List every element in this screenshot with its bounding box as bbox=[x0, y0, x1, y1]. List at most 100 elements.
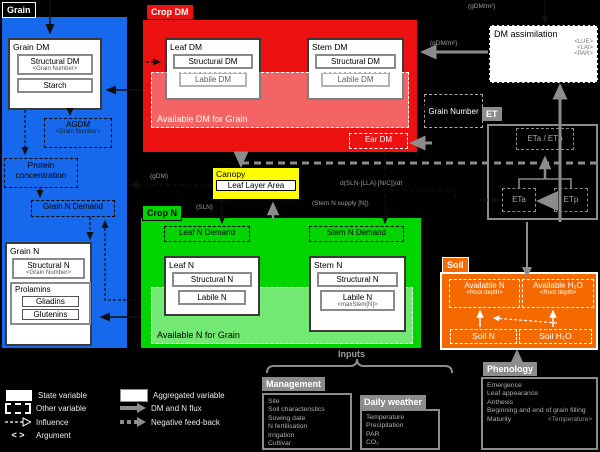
crop-n-section-tab: Crop N bbox=[142, 205, 182, 221]
stem-n-demand-box: Stem N Demand bbox=[309, 226, 404, 242]
phenology-item: Maturity bbox=[487, 415, 512, 423]
management-item: Irrigation bbox=[268, 431, 295, 439]
eta-box: ETa bbox=[502, 188, 536, 212]
legend-label: State variable bbox=[38, 391, 87, 400]
soil-h2o-box: Soil H₂O bbox=[519, 329, 592, 344]
negative-feedback-arrow-icon bbox=[120, 417, 146, 427]
soil-n-box: Soil N bbox=[450, 329, 517, 344]
stem-dm-box: Stem DM Structural DM Labile DM bbox=[307, 38, 404, 100]
legend-label: Influence bbox=[36, 417, 69, 427]
leaf-labile-dm-box: Labile DM bbox=[178, 72, 248, 87]
prolamins-box: Prolamins Gliadins Glutenins bbox=[10, 282, 91, 325]
dm-assimilation-box: DM assimilation <LUE> <LAI> <PAR> bbox=[489, 25, 598, 83]
legend-label: Negative feed-back bbox=[151, 417, 220, 427]
glutenins-box: Glutenins bbox=[21, 309, 79, 320]
crop-dm-section-tab: Crop DM bbox=[146, 4, 194, 20]
available-h2o-title: Available H₂O bbox=[533, 281, 583, 290]
daily-weather-tab: Daily weather bbox=[360, 395, 427, 409]
leaf-n-demand-box: Leaf N Demand bbox=[164, 226, 250, 242]
ear-dm-box: Ear DM bbox=[349, 133, 408, 149]
agdm-label: AGDM bbox=[66, 120, 90, 129]
inputs-brace bbox=[266, 358, 453, 374]
legend-dm-n-flux: DM and N flux bbox=[120, 403, 202, 413]
canopy-box: Canopy Leaf Layer Area bbox=[212, 167, 300, 200]
stem-structural-n-box: Structural N bbox=[316, 272, 399, 287]
temperature-arg: <Temperature> bbox=[547, 415, 592, 423]
available-h2o-root-depth-arg: <Root depth> bbox=[539, 290, 577, 296]
phenology-item: Beginning and end of grain filling bbox=[487, 407, 586, 415]
stem-labile-n-label: Labile N bbox=[342, 293, 373, 302]
management-tab: Management bbox=[262, 377, 326, 391]
legend-negative-feedback: Negative feed-back bbox=[120, 417, 220, 427]
influence-arrow-icon bbox=[5, 417, 31, 427]
grain-section-tab: Grain bbox=[2, 2, 36, 18]
soil-section-tab: Soil bbox=[442, 257, 469, 273]
dm-assimilation-title: DM assimilation bbox=[494, 29, 558, 39]
sln-label: (SLN) bbox=[196, 204, 213, 211]
grain-n-title: Grain N bbox=[10, 246, 40, 256]
other-variable-swatch bbox=[5, 403, 31, 414]
inputs-label: Inputs bbox=[338, 349, 365, 359]
grain-structural-dm-box: Structural DM <Grain Number> bbox=[16, 54, 94, 75]
etp-box: ETp bbox=[554, 188, 588, 212]
et-ratio-box: ETa / ETp bbox=[516, 128, 574, 150]
stem-dm-title: Stem DM bbox=[312, 42, 348, 52]
weather-item: PAR bbox=[366, 430, 380, 438]
leaf-labile-n-box: Labile N bbox=[177, 290, 247, 305]
starch-box: Starch bbox=[16, 78, 94, 93]
soil-available-n-box: Available N <Root depth> bbox=[449, 279, 520, 308]
legend-state-variable: State variable bbox=[5, 389, 87, 402]
et-section-tab: ET bbox=[482, 107, 502, 121]
stem-n-supply-label: (Stem N supply [N]) bbox=[312, 200, 369, 207]
grain-dm-box: Grain DM Structural DM <Grain Number> St… bbox=[8, 38, 102, 110]
leaf-flux-label: d(SLN·[LLA]·[N/C])/dt bbox=[340, 180, 403, 187]
aggregated-variable-swatch bbox=[120, 389, 148, 402]
phenology-item: Emergence bbox=[487, 382, 522, 389]
available-dm-overlay: Available DM for Grain bbox=[151, 72, 409, 128]
grain-structural-n-box: Structural N <Grain Number> bbox=[12, 258, 85, 279]
grain-structural-n-label: Structural N bbox=[27, 261, 70, 270]
weather-item: CO₂ bbox=[366, 439, 379, 447]
management-item: Site bbox=[268, 398, 280, 405]
argument-symbol: < > bbox=[11, 430, 25, 440]
agdm-arg: <Grain Number> bbox=[55, 129, 101, 135]
available-n-label: Available N for Grain bbox=[157, 330, 240, 340]
gdm-m2-label: (gDM/m²) bbox=[430, 40, 458, 47]
stem-n-box: Stem N Structural N Labile N <maxStem[N]… bbox=[309, 256, 406, 332]
legend-label: Other variable bbox=[36, 404, 87, 413]
management-item: Sowing date bbox=[268, 414, 306, 422]
state-variable-swatch bbox=[5, 389, 33, 402]
available-dm-label: Available DM for Grain bbox=[157, 114, 248, 124]
management-item: N fertilisation bbox=[268, 423, 308, 431]
available-n-title: Available N bbox=[464, 281, 505, 290]
dm-n-flux-arrow-icon bbox=[120, 403, 146, 413]
legend-aggregated-variable: Aggregated variable bbox=[120, 389, 225, 402]
agdm-box: AGDM <Grain Number> bbox=[44, 118, 112, 148]
leaf-dm-title: Leaf DM bbox=[170, 42, 203, 52]
stem-labile-dm-box: Labile DM bbox=[321, 72, 390, 87]
grain-number-arg: <Grain Number> bbox=[32, 66, 78, 72]
max-stem-n-arg: <maxStem[N]> bbox=[337, 302, 378, 308]
management-box: Site Soil characteristics Sowing date N … bbox=[262, 393, 352, 450]
legend-other-variable: Other variable bbox=[5, 403, 86, 414]
available-n-root-depth-arg: <Root depth> bbox=[466, 290, 503, 296]
daily-weather-box: Temperature Precipitation PAR CO₂ bbox=[360, 409, 440, 450]
grain-number-box: Grain Number bbox=[424, 94, 483, 128]
influence-to-eta bbox=[340, 189, 501, 204]
phenology-section: Emergence Leaf appearance Anthesis Begin… bbox=[481, 377, 598, 450]
soil-available-h2o-box: Available H₂O <Root depth> bbox=[522, 279, 594, 308]
canopy-title: Canopy bbox=[216, 169, 246, 179]
grain-n-box: Grain N Structural N <Grain Number> Prol… bbox=[5, 242, 92, 346]
protein-concentration-box: Protein concentration bbox=[4, 158, 78, 188]
phenology-item: Leaf appearance bbox=[487, 390, 539, 398]
grain-n-demand-box: Grain N Demand bbox=[31, 200, 115, 217]
legend-label: Aggregated variable bbox=[153, 391, 225, 400]
leaf-layer-area-box: Leaf Layer Area bbox=[216, 180, 296, 191]
stem-structural-dm-box: Structural DM bbox=[314, 54, 397, 69]
legend-argument: < > Argument bbox=[5, 430, 71, 440]
gdm-label: (gDM) bbox=[150, 173, 169, 180]
gliadins-box: Gliadins bbox=[21, 296, 79, 307]
leaf-n-box: Leaf N Structural N Labile N bbox=[164, 256, 260, 316]
legend-label: Argument bbox=[36, 430, 71, 440]
management-item: Cultivar bbox=[268, 440, 292, 448]
